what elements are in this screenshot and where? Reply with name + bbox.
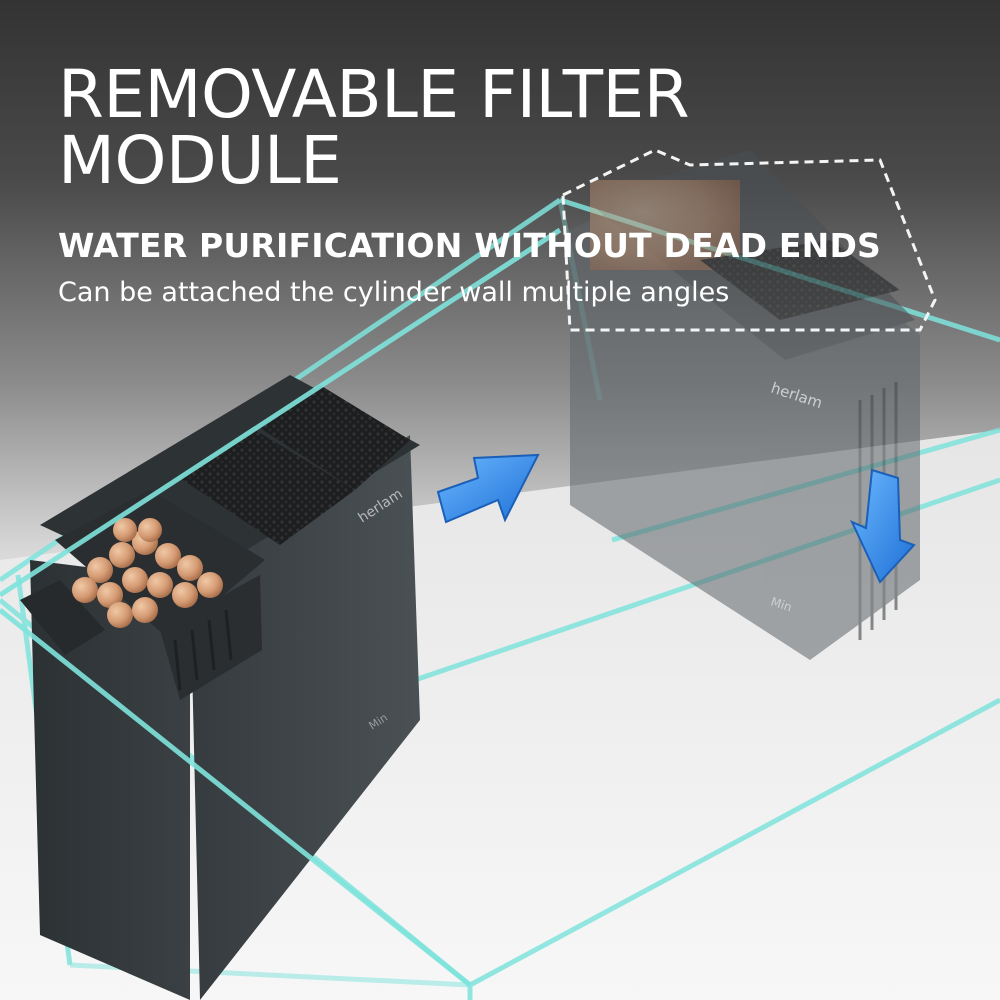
ghost-min-mark: Min xyxy=(769,595,794,615)
headline-line-1: REMOVABLE FILTER xyxy=(58,56,690,133)
move-arrow-icon xyxy=(436,453,540,524)
headline-line-2: MODULE xyxy=(58,122,342,199)
filter-module: herlam Min xyxy=(20,375,420,1000)
tagline: Can be attached the cylinder wall multip… xyxy=(58,277,730,308)
headline: REMOVABLE FILTER MODULE xyxy=(58,62,758,194)
filter-ghost xyxy=(570,150,920,660)
ceramic-rings xyxy=(72,518,223,628)
subheading: WATER PURIFICATION WITHOUT DEAD ENDS xyxy=(58,226,882,265)
down-arrow-icon xyxy=(849,468,916,584)
ghost-outline xyxy=(561,148,937,332)
glass-front xyxy=(0,227,562,987)
